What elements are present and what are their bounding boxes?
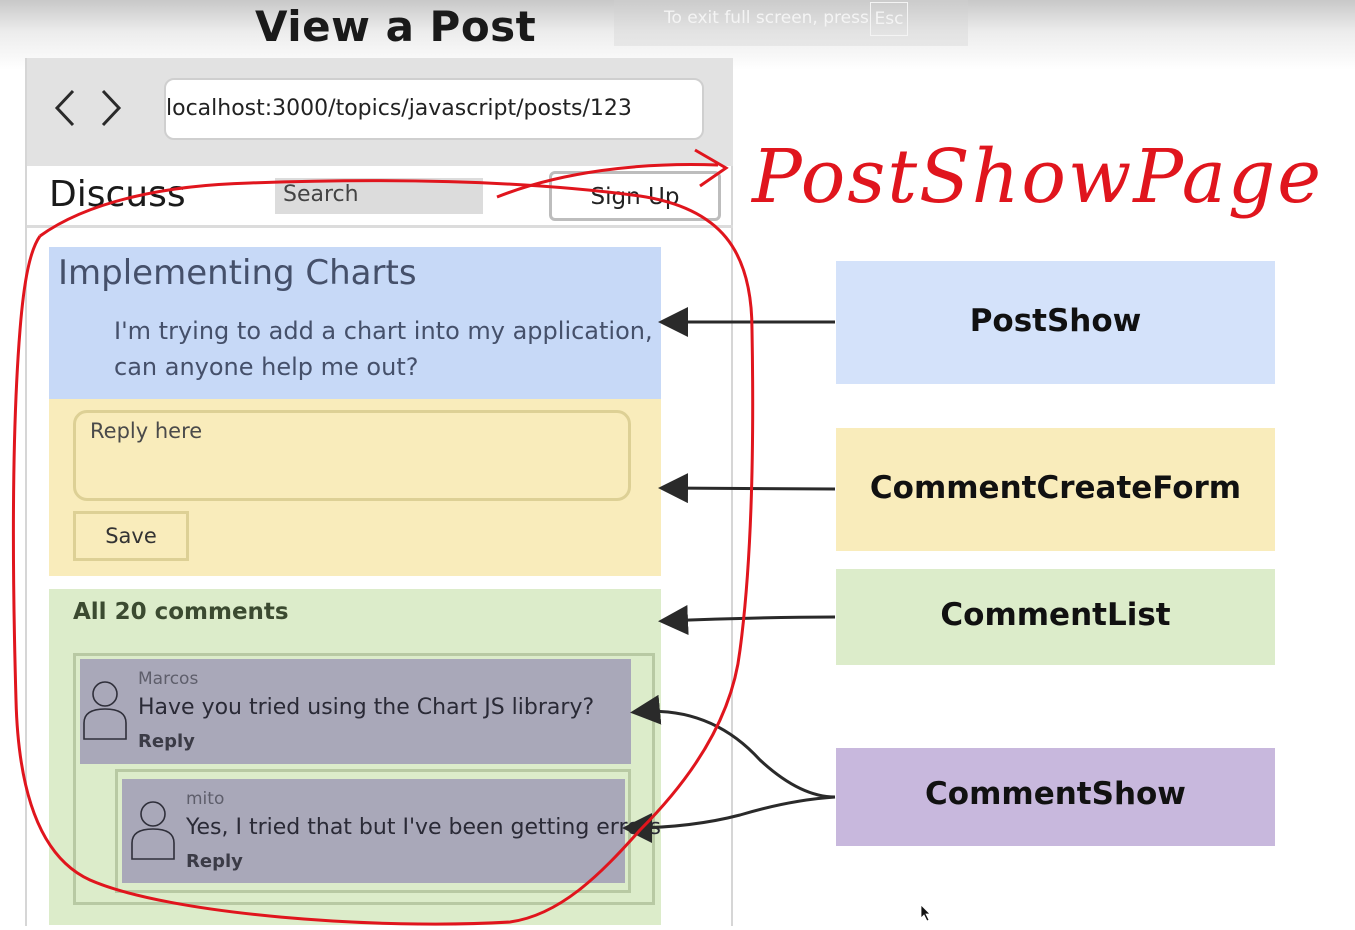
component-label-commentlist: CommentList bbox=[836, 569, 1275, 665]
save-label: Save bbox=[105, 524, 157, 548]
comment-text: Yes, I tried that but I've been getting … bbox=[186, 815, 661, 840]
save-button[interactable]: Save bbox=[73, 511, 189, 561]
component-label-postshow: PostShow bbox=[836, 261, 1275, 384]
avatar-icon bbox=[83, 681, 127, 740]
comment-author: mito bbox=[186, 789, 225, 809]
sign-up-label: Sign Up bbox=[590, 184, 680, 210]
esc-key: Esc bbox=[870, 2, 908, 36]
connector-arrow bbox=[658, 605, 836, 635]
back-arrow-icon[interactable] bbox=[53, 88, 79, 128]
address-bar[interactable]: localhost:3000/topics/javascript/posts/1… bbox=[164, 78, 704, 140]
comment-create-form-region: Reply here Save bbox=[49, 399, 661, 576]
reply-link[interactable]: Reply bbox=[186, 851, 243, 872]
comment-show: mito Yes, I tried that but I've been get… bbox=[122, 779, 661, 883]
reply-textarea[interactable]: Reply here bbox=[73, 410, 631, 501]
handwritten-annotation: PostShowPage bbox=[752, 134, 1324, 220]
brand-logo[interactable]: Discuss bbox=[49, 174, 186, 215]
sign-up-button[interactable]: Sign Up bbox=[549, 171, 721, 221]
reply-placeholder: Reply here bbox=[90, 419, 203, 443]
connector-arrow bbox=[630, 694, 836, 799]
mouse-cursor-icon bbox=[920, 904, 931, 922]
forward-arrow-icon[interactable] bbox=[97, 88, 123, 128]
comment-count: All 20 comments bbox=[73, 599, 289, 625]
search-placeholder: Search bbox=[283, 182, 359, 207]
component-label-commentcreateform: CommentCreateForm bbox=[836, 428, 1275, 551]
post-show-region: Implementing Charts I'm trying to add a … bbox=[49, 247, 661, 399]
url-text: localhost:3000/topics/javascript/posts/1… bbox=[166, 96, 632, 121]
post-body: I'm trying to add a chart into my applic… bbox=[114, 317, 653, 381]
comment-list-region: All 20 comments Marcos Have you tried us… bbox=[49, 589, 661, 925]
connector-arrow bbox=[622, 795, 836, 843]
browser-mockup: localhost:3000/topics/javascript/posts/1… bbox=[25, 58, 733, 926]
comment-outer-frame bbox=[73, 653, 655, 905]
reply-link[interactable]: Reply bbox=[138, 731, 195, 752]
component-label-commentshow: CommentShow bbox=[836, 748, 1275, 846]
avatar-icon bbox=[131, 801, 175, 860]
red-arrow-stroke bbox=[496, 162, 719, 199]
post-title: Implementing Charts bbox=[58, 253, 417, 293]
red-arrowhead bbox=[694, 148, 729, 188]
red-freehand-loop bbox=[11, 179, 755, 926]
app-header: Discuss Search Sign Up bbox=[27, 166, 733, 228]
comment-text: Have you tried using the Chart JS librar… bbox=[138, 695, 595, 720]
page-title: View a Post bbox=[255, 2, 537, 51]
browser-toolbar: localhost:3000/topics/javascript/posts/1… bbox=[27, 58, 733, 166]
comment-show: Marcos Have you tried using the Chart JS… bbox=[80, 659, 631, 764]
fullscreen-hint: To exit full screen, press Esc bbox=[614, 0, 968, 46]
search-input[interactable]: Search bbox=[275, 178, 483, 214]
comment-author: Marcos bbox=[138, 669, 199, 689]
connector-arrow bbox=[658, 473, 836, 504]
fullscreen-hint-text: To exit full screen, press bbox=[664, 8, 869, 28]
